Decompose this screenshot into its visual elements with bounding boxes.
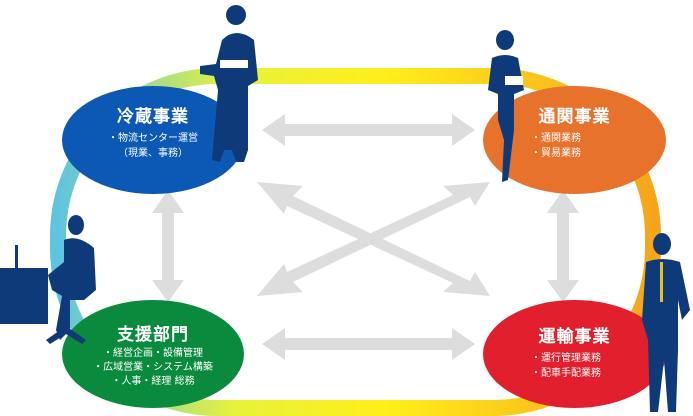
node-title: 支援部門: [117, 325, 189, 345]
arrows: [152, 114, 579, 360]
node-item: （現業、事務）: [118, 148, 188, 159]
arrow-tsukan-unyu: [547, 190, 579, 302]
node-reizo: 冷蔵事業 ・物流センター運営 （現業、事務）: [62, 86, 244, 194]
node-title: 通関事業: [538, 107, 611, 127]
arrow-shien-unyu: [262, 328, 475, 360]
node-title: 運輸事業: [538, 327, 611, 347]
node-item: ・配車手配業務: [531, 368, 601, 379]
node-unyu: 運輸事業 ・運行管理業務 ・配車手配業務: [483, 300, 666, 408]
node-item: ・運行管理業務: [531, 353, 601, 364]
node-item: ・経営企画・設備管理: [103, 348, 203, 359]
node-tsukan: 通関事業 ・通関業務 ・貿易業務: [483, 86, 666, 194]
arrow-reizo-tsukan: [262, 114, 475, 146]
node-item: ・貿易業務: [531, 148, 581, 159]
node-item: ・通関業務: [531, 133, 581, 144]
node-title: 冷蔵事業: [117, 107, 189, 127]
node-item: ・広域営業・システム構築: [93, 362, 213, 373]
node-shien: 支援部門 ・経営企画・設備管理 ・広域営業・システム構築 ・人事・経理 総務: [62, 300, 244, 408]
node-item: ・物流センター運営: [108, 133, 198, 144]
node-item: ・人事・経理 総務: [111, 376, 195, 387]
arrow-shien-tsukan: [257, 182, 490, 296]
arrow-reizo-shien: [152, 190, 184, 302]
